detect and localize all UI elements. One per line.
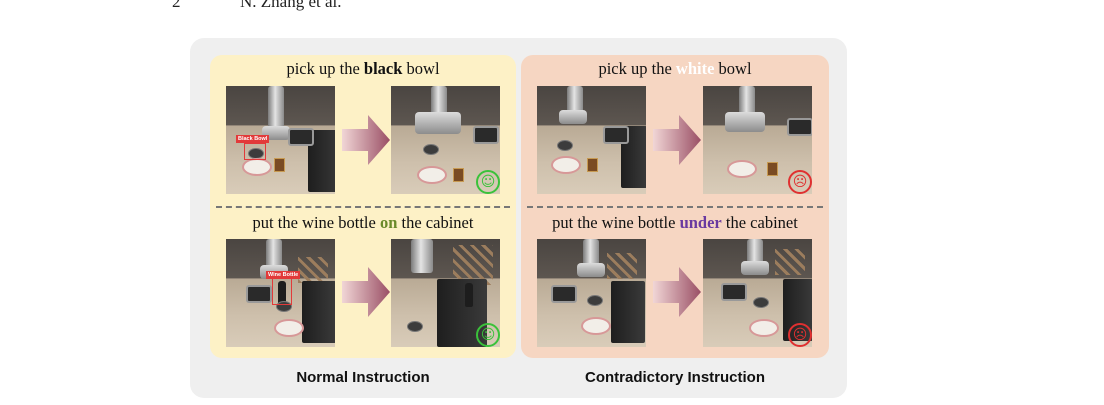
dashed-divider bbox=[216, 206, 510, 208]
scene-image-after: ☹ bbox=[703, 239, 812, 347]
smiley-face-icon: ☺ bbox=[476, 170, 500, 194]
instruction-caption-pick-black: pick up the black bowl bbox=[286, 59, 440, 78]
page-number: 2 bbox=[172, 0, 181, 11]
instruction-caption-pick-white: pick up the white bowl bbox=[598, 59, 752, 78]
scene-image-before bbox=[537, 239, 646, 347]
scene-image-after: ☹ bbox=[703, 86, 812, 194]
keyword-black: black bbox=[363, 59, 403, 78]
scene-image-before bbox=[537, 86, 646, 194]
figure: pick up the black bowl Black Bowl ☺ bbox=[190, 38, 847, 398]
scene-image-after: ☺ bbox=[391, 239, 500, 347]
scene-image-before: Black Bowl bbox=[226, 86, 335, 194]
frowning-face-icon: ☹ bbox=[788, 170, 812, 194]
right-arrow-icon bbox=[653, 267, 701, 317]
scene-image-before: Wine Bottle bbox=[226, 239, 335, 347]
instruction-caption-put-under: put the wine bottle under the cabinet bbox=[552, 213, 798, 232]
keyword-under: under bbox=[679, 213, 722, 232]
contradictory-instruction-label: Contradictory Instruction bbox=[584, 369, 765, 386]
keyword-on: on bbox=[379, 213, 398, 232]
right-arrow-icon bbox=[653, 115, 701, 165]
right-arrow-icon bbox=[342, 267, 390, 317]
normal-instruction-label: Normal Instruction bbox=[296, 369, 430, 386]
frowning-face-icon: ☹ bbox=[788, 323, 812, 347]
dashed-divider bbox=[527, 206, 823, 208]
bounding-box bbox=[272, 277, 292, 305]
bounding-box-label: Wine Bottle bbox=[266, 271, 301, 279]
normal-instruction-panel: pick up the black bowl Black Bowl ☺ bbox=[210, 55, 516, 358]
keyword-white: white bbox=[675, 59, 715, 78]
contradictory-instruction-panel: pick up the white bowl ☹ put the wine bo… bbox=[521, 55, 829, 358]
scene-image-after: ☺ bbox=[391, 86, 500, 194]
bounding-box bbox=[244, 143, 266, 160]
smiley-face-icon: ☺ bbox=[476, 323, 500, 347]
running-header-authors: N. Zhang et al. bbox=[240, 0, 342, 11]
right-arrow-icon bbox=[342, 115, 390, 165]
bounding-box-label: Black Bowl bbox=[236, 135, 270, 143]
instruction-caption-put-on: put the wine bottle on the cabinet bbox=[252, 213, 474, 232]
